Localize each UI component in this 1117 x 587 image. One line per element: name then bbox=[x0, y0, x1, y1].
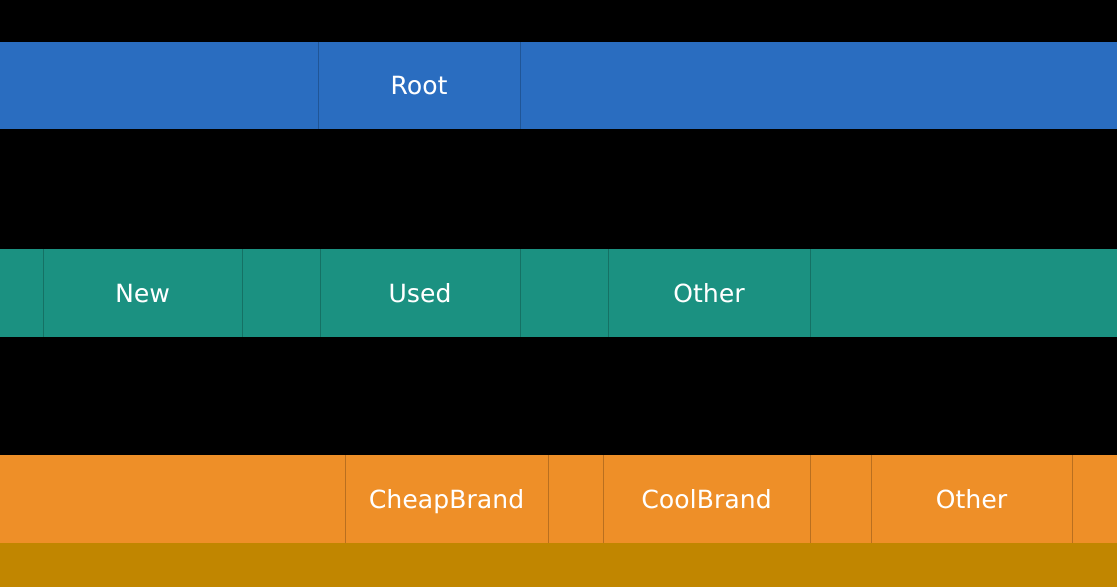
chart-node-label: New bbox=[115, 278, 170, 308]
chart-node-unlabeled-l2-2[interactable] bbox=[548, 455, 603, 543]
chart-node-unlabeled-l0-2[interactable] bbox=[520, 42, 1117, 129]
chart-node-label: CoolBrand bbox=[641, 484, 772, 514]
chart-node-other-l1-5[interactable]: Other bbox=[608, 249, 810, 337]
chart-node-unlabeled-l1-0[interactable] bbox=[0, 249, 43, 337]
chart-node-unlabeled-l0-0[interactable] bbox=[0, 42, 318, 129]
chart-node-unlabeled-l2-4[interactable] bbox=[810, 455, 871, 543]
chart-node-other-l2-5[interactable]: Other bbox=[871, 455, 1072, 543]
chart-node-root-l0-1[interactable]: Root bbox=[318, 42, 520, 129]
chart-node-label: Used bbox=[388, 278, 452, 308]
chart-node-unlabeled-l1-6[interactable] bbox=[810, 249, 1117, 337]
chart-node-coolbrand-l2-3[interactable]: CoolBrand bbox=[603, 455, 810, 543]
chart-node-unlabeled-l2-6[interactable] bbox=[1072, 455, 1117, 543]
chart-node-label: Other bbox=[673, 278, 745, 308]
chart-node-label: Root bbox=[390, 71, 448, 100]
chart-node-cheapbrand-l2-1[interactable]: CheapBrand bbox=[345, 455, 548, 543]
chart-node-used-l1-3[interactable]: Used bbox=[320, 249, 520, 337]
chart-node-label: CheapBrand bbox=[368, 484, 525, 514]
condition-level: New Used Other bbox=[0, 249, 1117, 337]
chart-node-unlabeled-l1-4[interactable] bbox=[520, 249, 608, 337]
chart-node-unlabeled-l2-0[interactable] bbox=[0, 455, 345, 543]
brand-level: CheapBrand CoolBrand Other bbox=[0, 455, 1117, 543]
chart-node-unlabeled-l1-2[interactable] bbox=[242, 249, 320, 337]
chart-node-label: Other bbox=[935, 484, 1008, 514]
chart-node-new-l1-1[interactable]: New bbox=[43, 249, 242, 337]
root-level: Root bbox=[0, 42, 1117, 129]
baseline-band[interactable] bbox=[0, 543, 1117, 587]
